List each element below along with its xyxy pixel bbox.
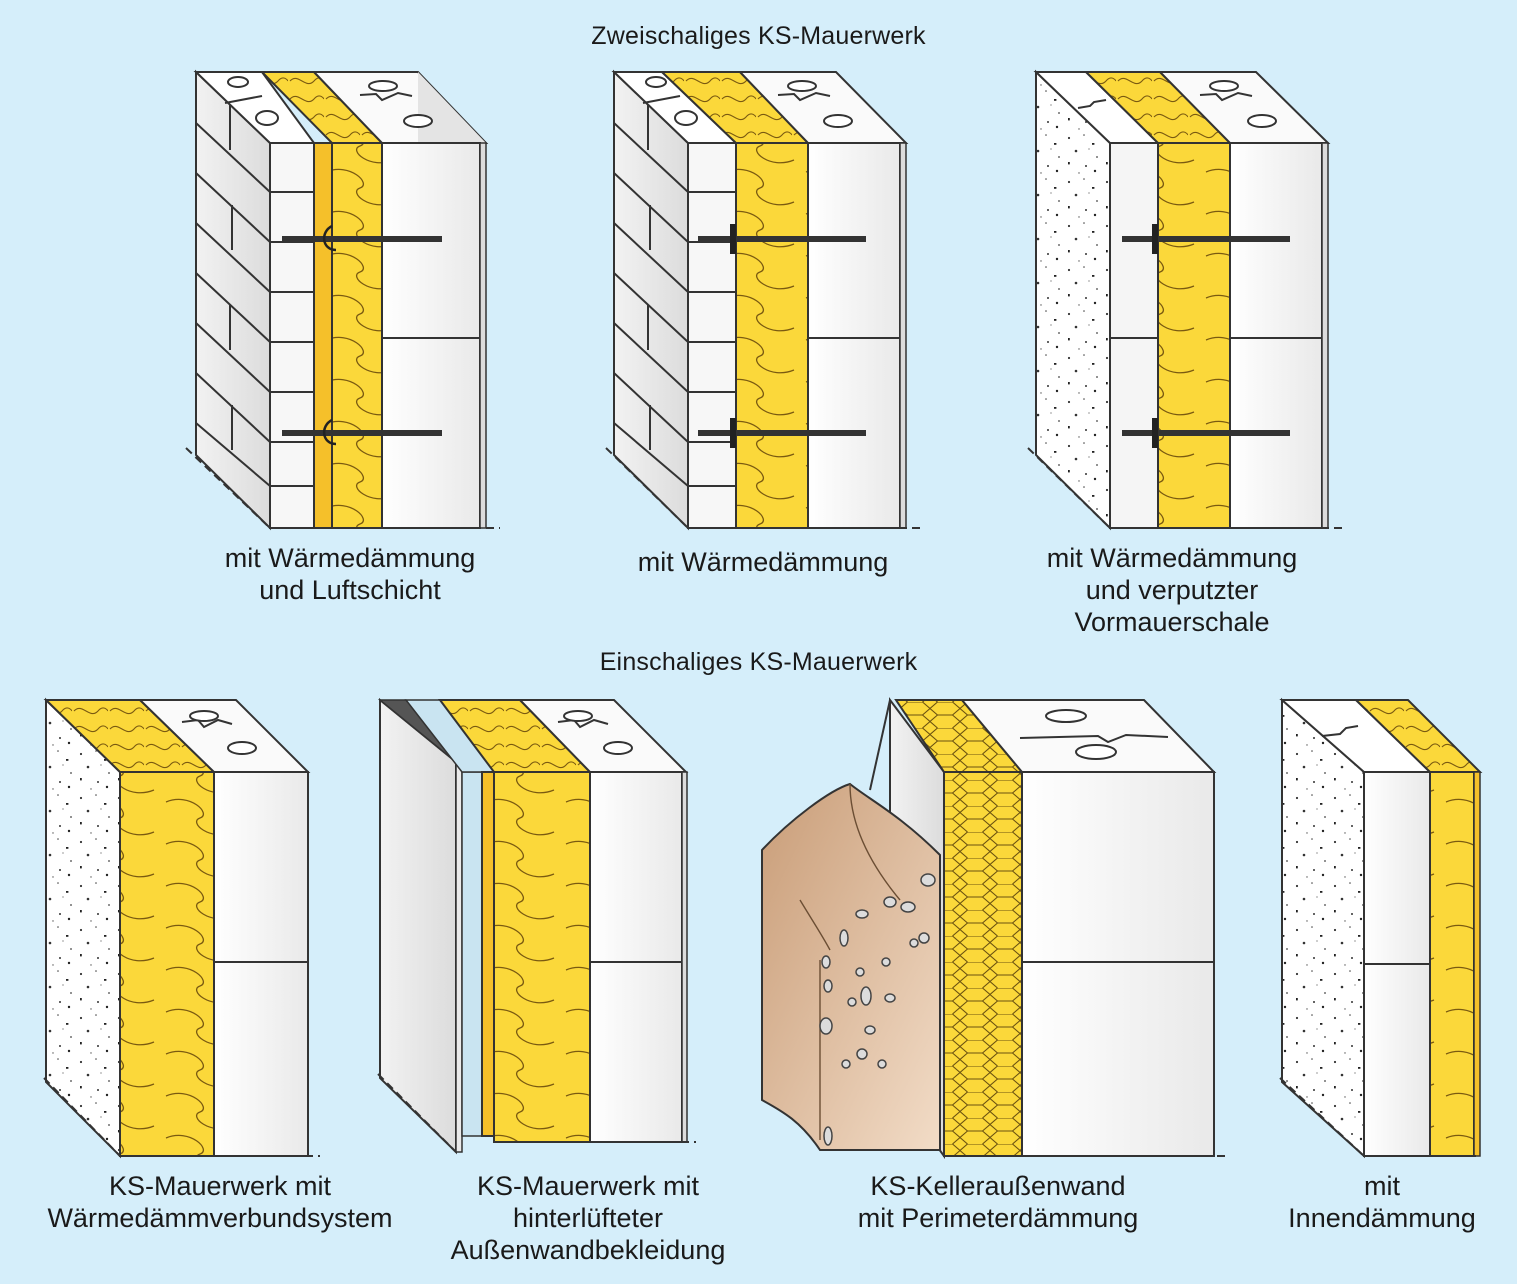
- caption-line: Außenwandbekleidung: [450, 1235, 726, 1265]
- caption-line: KS-Mauerwerk mit: [108, 1171, 332, 1201]
- caption-line: mit Wärmedämmung: [637, 547, 889, 577]
- caption-s3: KS-Kelleraußenwand mit Perimeterdämmung: [798, 1170, 1198, 1234]
- wall-d2: [605, 69, 920, 531]
- caption-line: Wärmedämmverbundsystem: [47, 1203, 393, 1233]
- caption-line: mit Perimeterdämmung: [857, 1203, 1139, 1233]
- wall-s2: [377, 697, 696, 1155]
- caption-line: mit Wärmedämmung: [224, 543, 476, 573]
- caption-d2: mit Wärmedämmung: [563, 546, 963, 578]
- heading-double-shell: Zweischaliges KS-Mauerwerk: [591, 22, 926, 50]
- caption-line: Vormauerschale: [1074, 607, 1270, 637]
- wall-s1: [43, 697, 320, 1159]
- caption-line: KS-Mauerwerk mit: [476, 1171, 700, 1201]
- wall-d3: [1027, 69, 1342, 531]
- caption-s1: KS-Mauerwerk mit Wärmedämmverbundsystem: [20, 1170, 420, 1234]
- heading-single-shell: Einschaliges KS-Mauerwerk: [599, 648, 918, 676]
- caption-line: mit: [1364, 1171, 1400, 1201]
- caption-line: und verputzter: [1085, 575, 1259, 605]
- caption-line: hinterlüfteter: [512, 1203, 664, 1233]
- caption-line: Innendämmung: [1288, 1203, 1476, 1233]
- caption-s2: KS-Mauerwerk mit hinterlüfteter Außenwan…: [388, 1170, 788, 1266]
- caption-d1: mit Wärmedämmung und Luftschicht: [150, 542, 550, 606]
- caption-s4: mit Innendämmung: [1272, 1170, 1492, 1234]
- caption-line: und Luftschicht: [259, 575, 441, 605]
- caption-line: mit Wärmedämmung: [1046, 543, 1298, 573]
- wall-d1: [185, 69, 500, 531]
- wall-s4: [1279, 697, 1483, 1159]
- wall-s3: [761, 697, 1226, 1160]
- caption-line: KS-Kelleraußenwand: [870, 1171, 1126, 1201]
- caption-d3: mit Wärmedämmung und verputzter Vormauer…: [972, 542, 1372, 638]
- soil: [761, 782, 941, 1151]
